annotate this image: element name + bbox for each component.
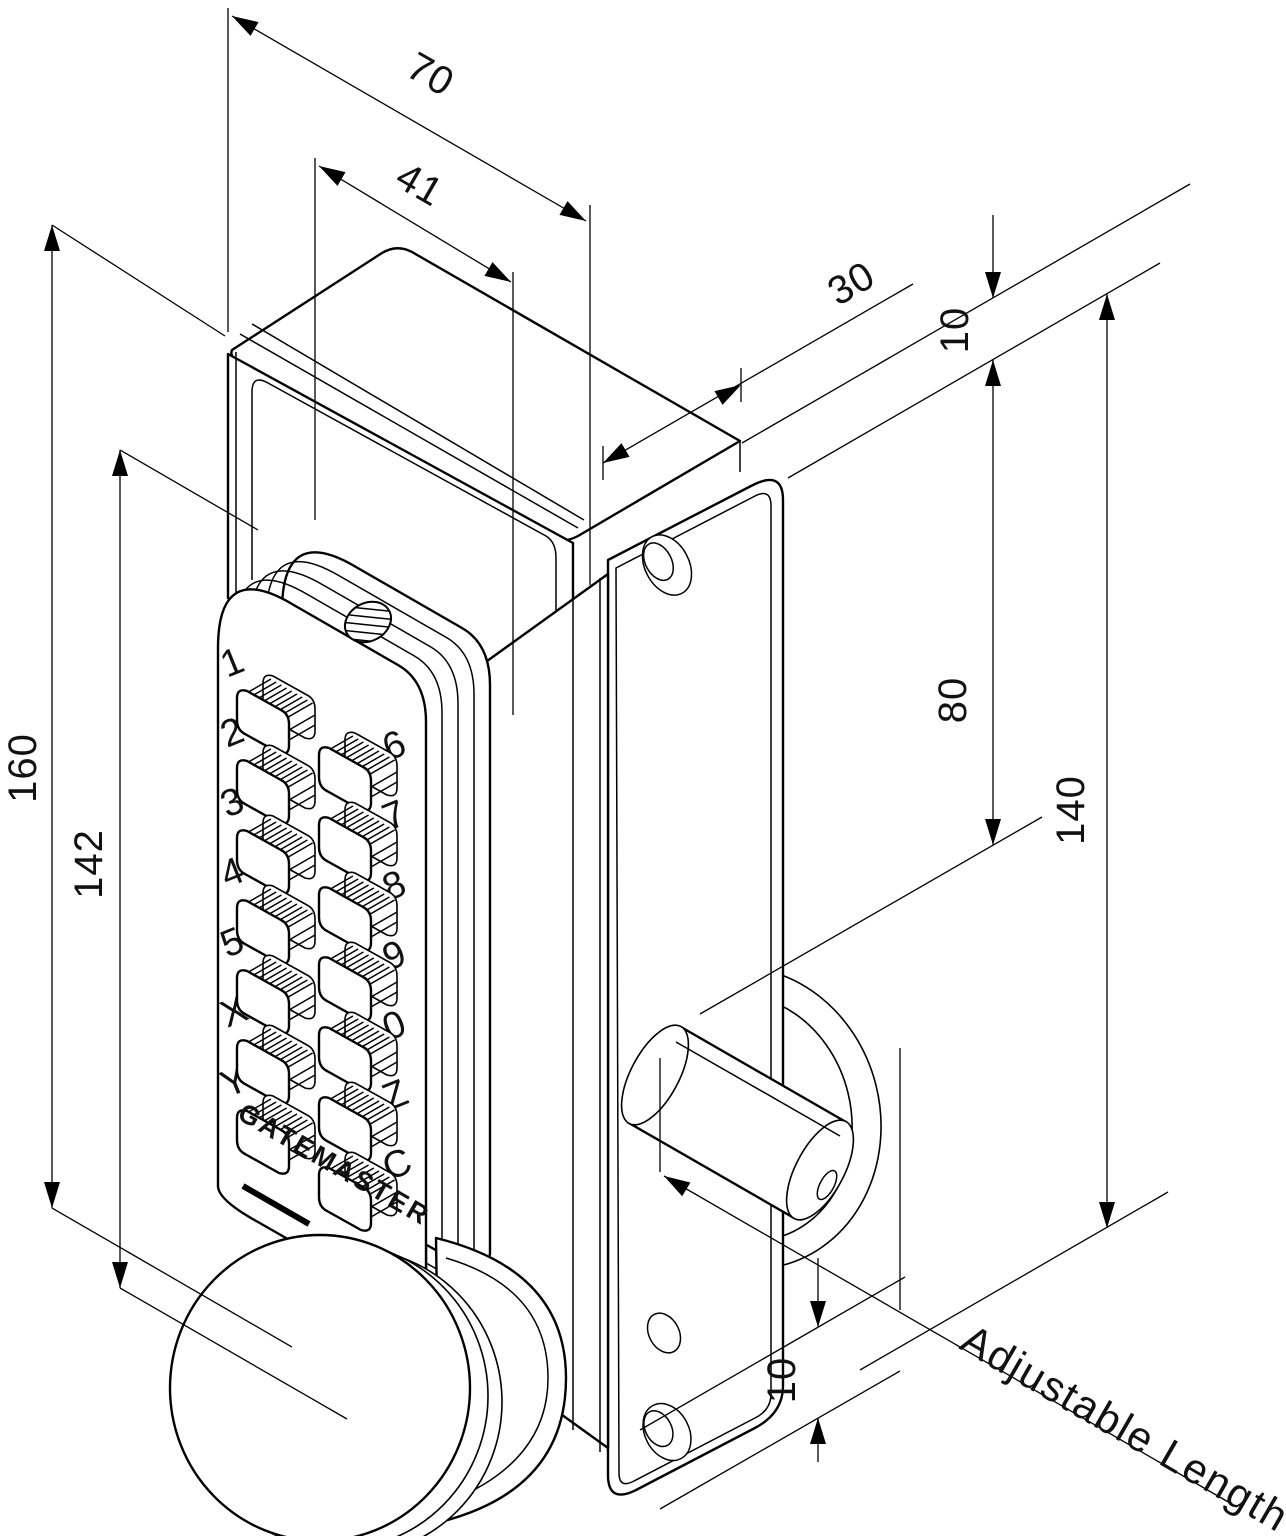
keycap-face bbox=[317, 746, 373, 812]
ext-70 bbox=[227, 8, 591, 585]
dim-label-41: 41 bbox=[388, 154, 450, 215]
keycap-face bbox=[235, 899, 291, 965]
keycap-face bbox=[317, 886, 373, 952]
dimension-arrowhead bbox=[1099, 1202, 1115, 1228]
dim-label-160: 160 bbox=[1, 733, 45, 803]
dim-label-10-bottom: 10 bbox=[760, 1357, 804, 1404]
back-plate-outline bbox=[606, 478, 785, 1496]
dimension-arrowhead bbox=[985, 272, 1001, 298]
ref-plate-top bbox=[787, 262, 1161, 479]
bolt-end-face bbox=[785, 1119, 855, 1221]
housing-edge-contour bbox=[239, 333, 579, 529]
housing-front-inset bbox=[251, 379, 557, 705]
dim-label-10-top: 10 bbox=[933, 307, 977, 354]
keycap-face bbox=[235, 1039, 291, 1105]
dimension-arrows bbox=[44, 16, 1115, 1444]
ext-142 bbox=[119, 449, 348, 1420]
knob bbox=[168, 1233, 568, 1536]
keycap-slot-shadow bbox=[241, 1183, 311, 1227]
plate-hole-bottom-small bbox=[646, 1312, 682, 1354]
plate-hole-bottom-large bbox=[642, 1402, 692, 1462]
knob-neck-inner bbox=[445, 1257, 549, 1503]
back-plate-rolled-edge bbox=[615, 492, 772, 1485]
spindle-hole bbox=[339, 600, 399, 645]
keycap-face bbox=[317, 816, 373, 882]
keycap-face bbox=[235, 969, 291, 1035]
dimension-arrowhead bbox=[232, 16, 259, 36]
keypad-button bbox=[235, 1094, 316, 1227]
keycap-face bbox=[235, 1109, 291, 1175]
keycap-face bbox=[235, 759, 291, 825]
dim-label-80: 80 bbox=[931, 677, 975, 724]
keycap-face bbox=[235, 689, 291, 755]
keycap-face bbox=[235, 829, 291, 895]
bolt-contour bbox=[675, 1041, 841, 1137]
dimension-arrowhead bbox=[985, 360, 1001, 386]
dim-label-140: 140 bbox=[1049, 775, 1093, 845]
keycap-stripes bbox=[244, 958, 316, 1021]
knob-face bbox=[168, 1233, 472, 1536]
housing-edge-contour bbox=[251, 323, 585, 521]
dim-label-30: 30 bbox=[820, 253, 882, 314]
keycap-stripes bbox=[326, 805, 398, 868]
dimension-arrowhead bbox=[985, 819, 1001, 845]
dimension-arrowhead bbox=[714, 385, 741, 405]
dimline-30 bbox=[602, 283, 914, 464]
dimension-arrowhead bbox=[603, 443, 630, 463]
leader-adjustable bbox=[663, 1175, 1238, 1508]
dimension-arrowhead bbox=[810, 1301, 826, 1327]
ext-41 bbox=[314, 158, 514, 715]
bolt bbox=[620, 1024, 855, 1221]
keycap-stripes bbox=[244, 1098, 316, 1161]
dimension-arrowhead bbox=[319, 166, 346, 186]
bolt-base-rim bbox=[620, 1024, 690, 1126]
ref-plate-bottom bbox=[859, 1191, 1169, 1371]
ref-housing-top bbox=[741, 183, 1191, 444]
dimension-arrowhead bbox=[559, 201, 586, 221]
keycap-face bbox=[317, 1096, 373, 1162]
dimension-arrowhead bbox=[112, 1262, 128, 1288]
dim-label-70: 70 bbox=[399, 44, 461, 105]
ref-bolt-axis bbox=[699, 816, 1043, 1015]
plate-hole-top bbox=[641, 534, 693, 596]
keycap-stripes bbox=[326, 1155, 398, 1218]
dimension-arrowhead bbox=[664, 1176, 691, 1197]
keycap-stripes bbox=[244, 888, 316, 951]
keycap-stripes bbox=[244, 818, 316, 881]
ext-160 bbox=[51, 224, 293, 1348]
keycap-stripes bbox=[244, 1028, 316, 1091]
ext-adjustable bbox=[659, 1048, 901, 1310]
bolt-end-hole bbox=[816, 1169, 838, 1201]
keycap-stripes bbox=[326, 1085, 398, 1148]
dim-label-142: 142 bbox=[67, 829, 111, 899]
dimline-70 bbox=[231, 15, 587, 222]
dimension-arrowhead bbox=[484, 262, 511, 282]
keycap-stripes bbox=[326, 875, 398, 938]
keycap-stripes bbox=[326, 945, 398, 1008]
note-adjustable-length: Adjustable Length bbox=[954, 1315, 1286, 1536]
ref-bottom-gap bbox=[639, 1276, 906, 1510]
keycap-face bbox=[317, 1026, 373, 1092]
keycap-stripes bbox=[326, 1015, 398, 1078]
dimension-arrowhead bbox=[44, 225, 60, 251]
keycap-stripes bbox=[244, 678, 316, 741]
dimline-41 bbox=[318, 165, 512, 283]
keycap-face bbox=[317, 1166, 373, 1232]
keycap-stripes bbox=[244, 748, 316, 811]
keycap-stripes bbox=[326, 735, 398, 798]
dimension-arrowhead bbox=[44, 1182, 60, 1208]
keycap-face bbox=[317, 956, 373, 1022]
dimension-arrowhead bbox=[1099, 294, 1115, 320]
back-plate bbox=[606, 478, 785, 1496]
dimension-arrowhead bbox=[112, 450, 128, 476]
hole-hatch bbox=[339, 605, 399, 645]
dimension-arrowhead bbox=[810, 1418, 826, 1444]
